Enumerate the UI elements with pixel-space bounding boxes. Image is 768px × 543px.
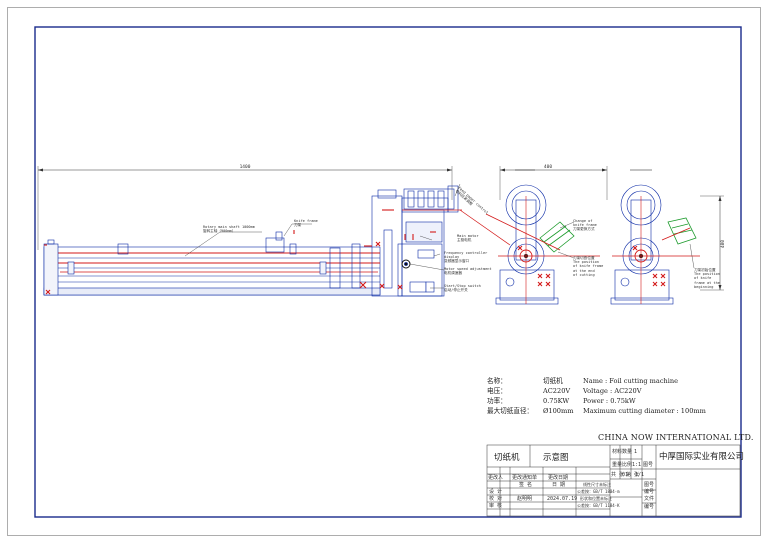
callout-start-stop: Start/Stop switch 启动/停止开关: [444, 284, 481, 293]
rev-header: 更改通知单: [512, 475, 538, 481]
spec-label-cn: 电压：: [487, 387, 507, 395]
rev-header: 更改日期: [548, 475, 569, 481]
rev-header: 更改人: [488, 475, 504, 481]
spec-value: 切纸机: [543, 377, 563, 385]
spec-label-en: Maximum cutting diameter : 100mm: [583, 407, 706, 415]
side-view-initial: [610, 169, 724, 305]
dim-side-width: 400: [544, 164, 552, 170]
callout-motor-speed: Motor speed adjustment 电机调速器: [444, 267, 492, 276]
spec-value: 0.75KW: [543, 397, 570, 405]
spec-value: AC220V: [543, 387, 571, 395]
tolerance-note: 形状和位置未标注: [580, 496, 612, 501]
role-label: 审 核: [489, 503, 503, 509]
spec-label-cn: 功率：: [487, 397, 507, 405]
side-view-cutting: [485, 166, 608, 305]
checker-name: 赵明明: [517, 496, 533, 502]
spec-row: 最大切纸直径： Ø100mm Maximum cutting diameter …: [487, 406, 737, 416]
dim-side-height: 400: [720, 240, 726, 248]
spec-block: 名称： 切纸机 Name : Foil cutting machine 电压： …: [487, 376, 737, 416]
callout-main-motor: Main motor 主驱电机: [457, 234, 479, 243]
weight-label: 重量: [612, 462, 623, 468]
title-block-grid: [486, 444, 741, 517]
scale-value: 1:1: [632, 462, 642, 468]
drawing-border: [34, 26, 742, 518]
ref-label: 文件: [644, 496, 655, 502]
spec-row: 电压： AC220V Voltage : AC220V: [487, 386, 737, 396]
company-name-en: CHINA NOW INTERNATIONAL LTD.: [598, 433, 754, 442]
callout-position-end: 刀架切割位置 The position of knife frame at th…: [573, 256, 604, 277]
callout-rotary-shaft: Rotary main shaft 1000mm 旋转主轴（900mm）: [203, 225, 255, 234]
sheet-label: 第 张: [626, 472, 640, 478]
sign-header: 日 期: [552, 482, 566, 488]
callout-knife-frame: Knife frame 刀架: [294, 219, 318, 228]
callout-frequency-controller: Frequency controller display 变频器显示窗口: [444, 251, 488, 264]
tolerance-note: 公差按：GB/T 1804-m: [577, 489, 620, 494]
ref-label: 编号: [644, 504, 655, 510]
sheet-value: 1/1: [635, 472, 645, 478]
spec-label-en: Voltage : AC220V: [583, 387, 642, 395]
role-label: 设 计: [489, 489, 503, 495]
role-label: 校 对: [489, 496, 503, 502]
spec-row: 功率： 0.75KW Power : 0.75kW: [487, 396, 737, 406]
spec-label-en: Power : 0.75kW: [583, 397, 636, 405]
tolerance-note: 线性尺寸未标注: [583, 482, 611, 487]
count-value: 01: [622, 472, 629, 478]
scale-label: 比例: [622, 462, 633, 468]
drawing-no-label: 图号: [643, 462, 654, 468]
drawing-name: 切纸机: [494, 453, 520, 463]
dim-overall-length: 1400: [240, 164, 251, 170]
spec-label-cn: 名称：: [487, 377, 507, 385]
ref-label: 编号: [644, 489, 655, 495]
callout-position-begin: 刀架初始位置 The position of knife frame at th…: [694, 268, 720, 289]
count-label: 共 张: [611, 472, 625, 478]
qty-label: 数量: [622, 449, 633, 455]
spec-label-cn: 最大切纸直径：: [487, 407, 534, 415]
company-name-cn: 中厚国际实业有限公司: [659, 452, 745, 462]
front-view: [37, 166, 511, 297]
outer-frame: [7, 7, 761, 536]
sign-header: 签 名: [519, 482, 533, 488]
drawing-type: 示意图: [543, 453, 569, 463]
check-date: 2024.07.19: [547, 496, 578, 502]
material-label: 材料: [612, 449, 623, 455]
callout-change-knife: Change of knife frame 刀架更换方式: [573, 219, 597, 232]
spec-row: 名称： 切纸机 Name : Foil cutting machine: [487, 376, 737, 386]
spec-value: Ø100mm: [543, 407, 574, 415]
spec-label-en: Name : Foil cutting machine: [583, 377, 679, 385]
tolerance-note: 公差按：GB/T 1184-K: [577, 503, 620, 508]
ref-label: 图号: [644, 482, 655, 488]
qty-value: 1: [634, 449, 638, 455]
